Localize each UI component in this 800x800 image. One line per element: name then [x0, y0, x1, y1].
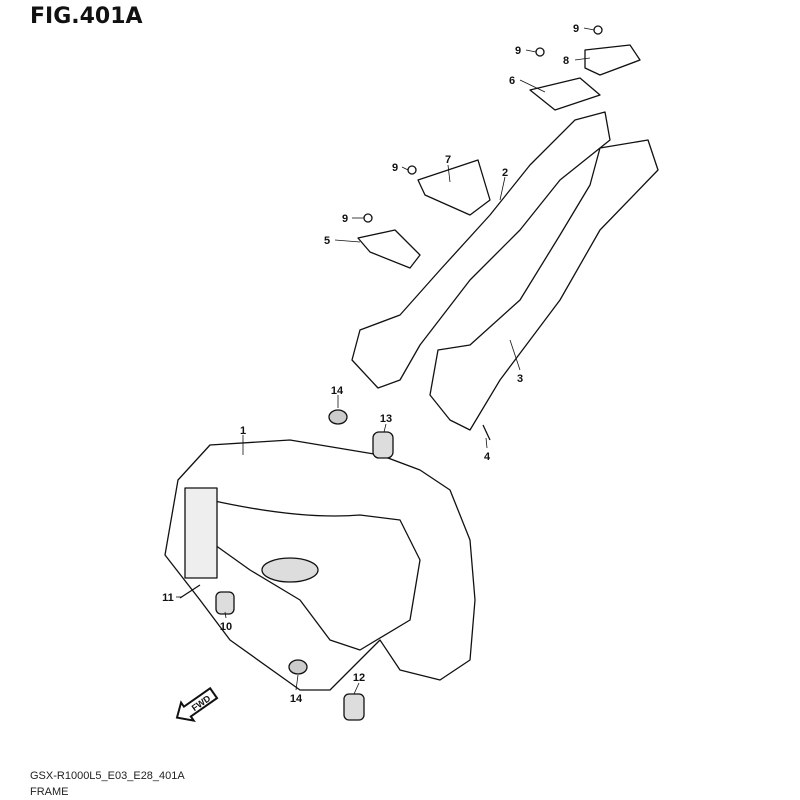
part-5-bracket	[357, 229, 421, 269]
part-2-seat-rail	[351, 111, 611, 389]
callout-3: 3	[517, 373, 523, 385]
part-4-bolt	[482, 424, 491, 441]
callout-1: 1	[240, 425, 246, 437]
callout-9: 9	[515, 45, 521, 57]
part-8-bracket	[584, 44, 641, 76]
part-12-collar	[343, 693, 365, 721]
callout-14: 14	[331, 385, 344, 397]
callout-4: 4	[484, 451, 491, 463]
part-13-collar	[372, 431, 394, 459]
part-14-bushing-top	[328, 409, 348, 425]
figure-title: FIG.401A	[30, 4, 143, 29]
callout-13: 13	[380, 413, 392, 425]
part-11-bolt	[179, 584, 201, 599]
callout-9: 9	[392, 162, 398, 174]
part-3-seat-rail	[429, 139, 659, 431]
part-7-bracket	[417, 159, 491, 216]
part-10-collar	[215, 591, 235, 615]
footer-name: FRAME	[30, 786, 69, 798]
footer-code: GSX-R1000L5_E03_E28_401A	[30, 770, 185, 782]
callout-9: 9	[573, 23, 579, 35]
callout-7: 7	[445, 154, 451, 166]
callout-11: 11	[162, 592, 174, 604]
callout-14: 14	[290, 693, 303, 705]
part-14-bushing-bottom	[288, 659, 308, 675]
part-6-bracket	[529, 77, 601, 111]
callout-12: 12	[353, 672, 365, 684]
callout-9: 9	[342, 213, 348, 225]
callout-2: 2	[502, 167, 508, 179]
callout-5: 5	[324, 235, 330, 247]
fwd-arrow-icon: FWD	[175, 686, 219, 722]
callout-10: 10	[220, 621, 232, 633]
callout-6: 6	[509, 75, 515, 87]
callout-8: 8	[563, 55, 569, 67]
